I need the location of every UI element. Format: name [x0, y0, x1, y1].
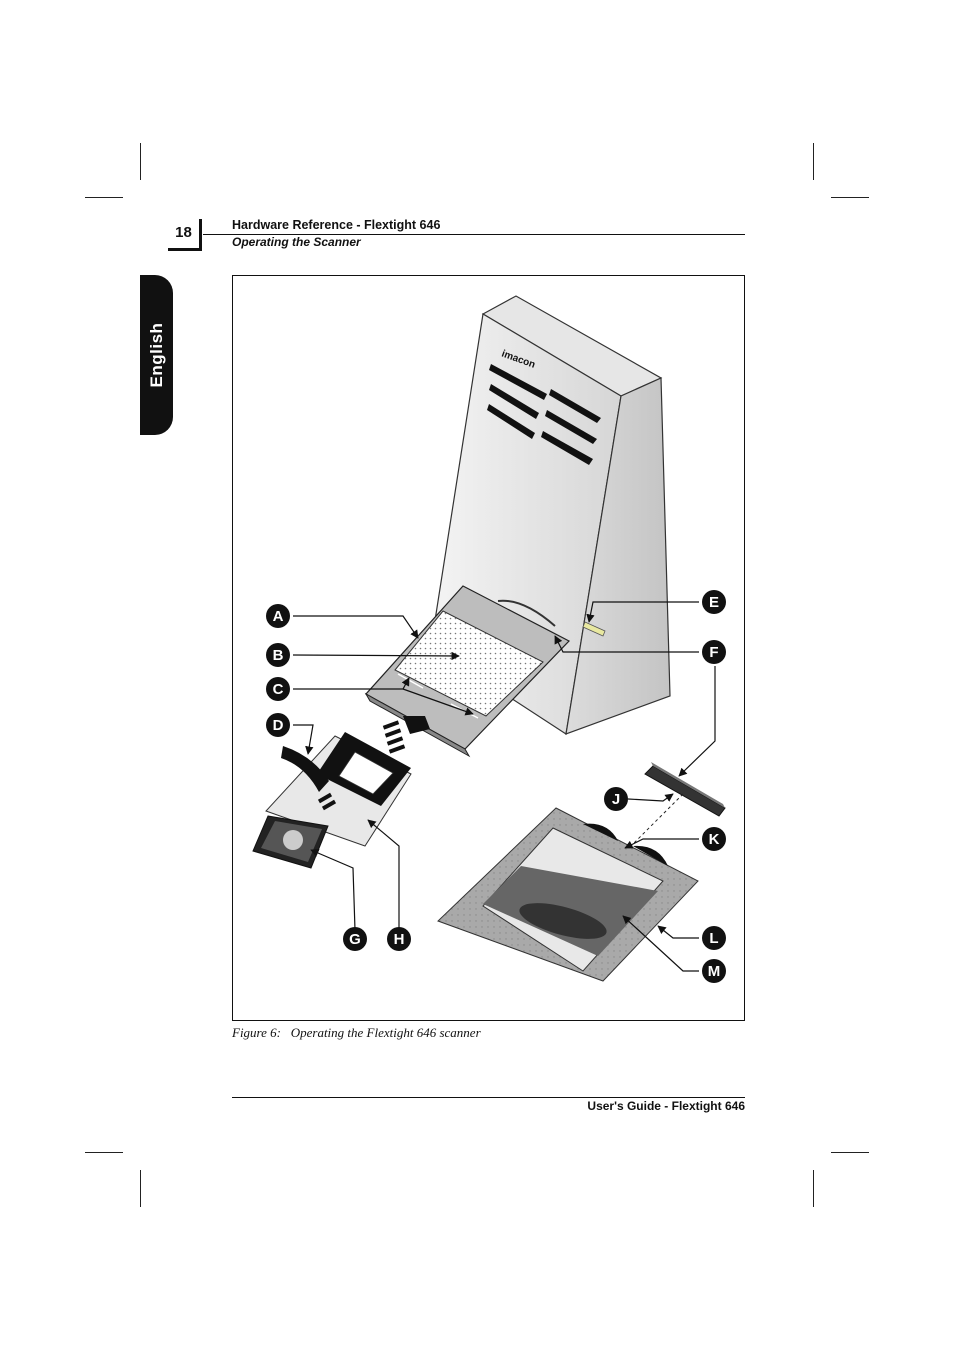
svg-text:G: G — [349, 931, 361, 948]
crop-mark — [140, 1170, 141, 1207]
svg-text:A: A — [273, 608, 284, 625]
page-number: 18 — [168, 219, 202, 251]
svg-text:E: E — [709, 594, 719, 611]
film-strip-holder — [628, 762, 726, 849]
callout-b: B — [266, 643, 290, 667]
callout-leaders — [292, 601, 716, 972]
language-tab: English — [140, 275, 173, 435]
svg-text:J: J — [612, 791, 620, 808]
callout-g: G — [343, 927, 367, 951]
callout-e: E — [702, 590, 726, 614]
header-subtitle: Operating the Scanner — [232, 235, 361, 249]
svg-text:C: C — [273, 681, 284, 698]
film-sleeve — [437, 807, 699, 982]
film-holder — [265, 732, 412, 847]
footer-rule — [232, 1097, 745, 1098]
header-rule — [203, 234, 745, 235]
svg-text:H: H — [394, 931, 405, 948]
crop-mark — [140, 143, 141, 180]
crop-mark — [85, 1152, 123, 1153]
status-light — [582, 621, 606, 637]
callout-a: A — [266, 604, 290, 628]
callout-m: M — [702, 959, 726, 983]
callout-f: F — [702, 640, 726, 664]
svg-text:K: K — [709, 831, 720, 848]
svg-text:M: M — [708, 963, 721, 980]
loading-tray — [364, 585, 570, 758]
callout-l: L — [702, 926, 726, 950]
figure-frame: imacon — [232, 275, 745, 1021]
callout-h: H — [387, 927, 411, 951]
svg-text:B: B — [273, 647, 284, 664]
crop-mark — [831, 197, 869, 198]
figure-caption: Figure 6: Operating the Flextight 646 sc… — [232, 1025, 481, 1040]
crop-mark — [831, 1152, 869, 1153]
svg-text:D: D — [273, 717, 284, 734]
photo-print — [252, 792, 337, 869]
crop-mark — [813, 143, 814, 180]
callout-k: K — [702, 827, 726, 851]
language-tab-label: English — [146, 322, 166, 388]
vent-slots — [487, 364, 601, 465]
callout-c: C — [266, 677, 290, 701]
scanner-illustration: imacon — [252, 295, 726, 983]
callout-j: J — [604, 787, 628, 811]
callout-d: D — [266, 713, 290, 737]
crop-mark — [85, 197, 123, 198]
svg-text:L: L — [709, 930, 718, 947]
svg-text:F: F — [709, 644, 718, 661]
crop-mark — [813, 1170, 814, 1207]
footer-text: User's Guide - Flextight 646 — [587, 1099, 745, 1113]
insert-arrow — [382, 716, 430, 754]
header-title: Hardware Reference - Flextight 646 — [232, 218, 441, 232]
